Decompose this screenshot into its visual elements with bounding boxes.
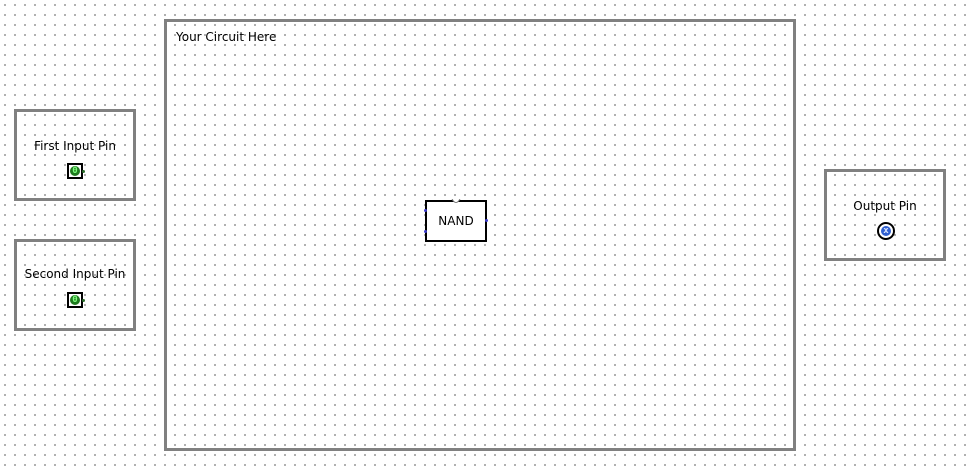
first-input-value: 0: [70, 166, 80, 176]
second-input-panel: Second Input Pin 0: [14, 239, 136, 331]
first-input-label: First Input Pin: [34, 139, 116, 153]
second-input-value: 0: [70, 295, 80, 305]
first-input-pin[interactable]: 0: [67, 163, 85, 179]
circuit-area[interactable]: Your Circuit Here NAND: [164, 19, 796, 451]
output-value: x: [881, 226, 891, 236]
notch-icon: [451, 199, 461, 203]
output-label: Output Pin: [853, 199, 917, 213]
second-input-connector[interactable]: [82, 299, 85, 302]
second-input-pin[interactable]: 0: [67, 292, 85, 308]
output-panel: Output Pin x: [824, 169, 946, 261]
nand-input-a-port[interactable]: [424, 209, 427, 212]
nand-output-port[interactable]: [485, 219, 488, 222]
output-pin[interactable]: x: [877, 222, 895, 240]
nand-gate[interactable]: NAND: [424, 199, 488, 242]
circuit-area-label: Your Circuit Here: [176, 30, 277, 44]
second-input-label: Second Input Pin: [24, 267, 126, 281]
first-input-connector[interactable]: [82, 170, 85, 173]
nand-gate-label: NAND: [438, 214, 474, 228]
first-input-panel: First Input Pin 0: [14, 109, 136, 201]
nand-input-b-port[interactable]: [424, 230, 427, 233]
